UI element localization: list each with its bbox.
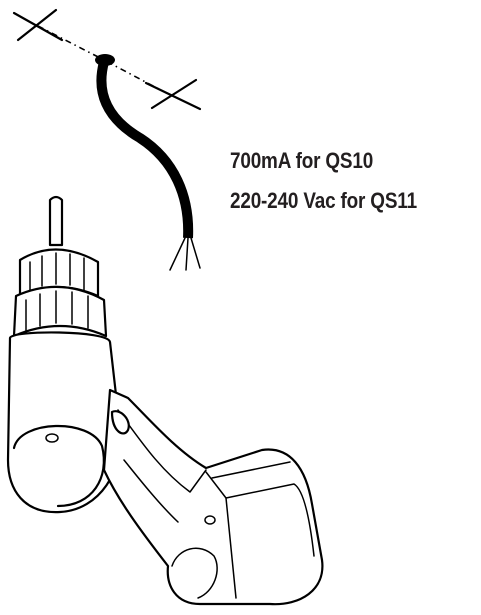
- cable-icon: [96, 60, 201, 271]
- current-spec-label: 700mA for QS10: [230, 148, 374, 173]
- fixing-point-left-x-mark-icon: [12, 8, 64, 42]
- cordless-drill-icon: [6, 195, 324, 606]
- fixing-point-right-x-mark-icon: [144, 78, 202, 111]
- voltage-spec-label: 220-240 Vac for QS11: [230, 188, 417, 213]
